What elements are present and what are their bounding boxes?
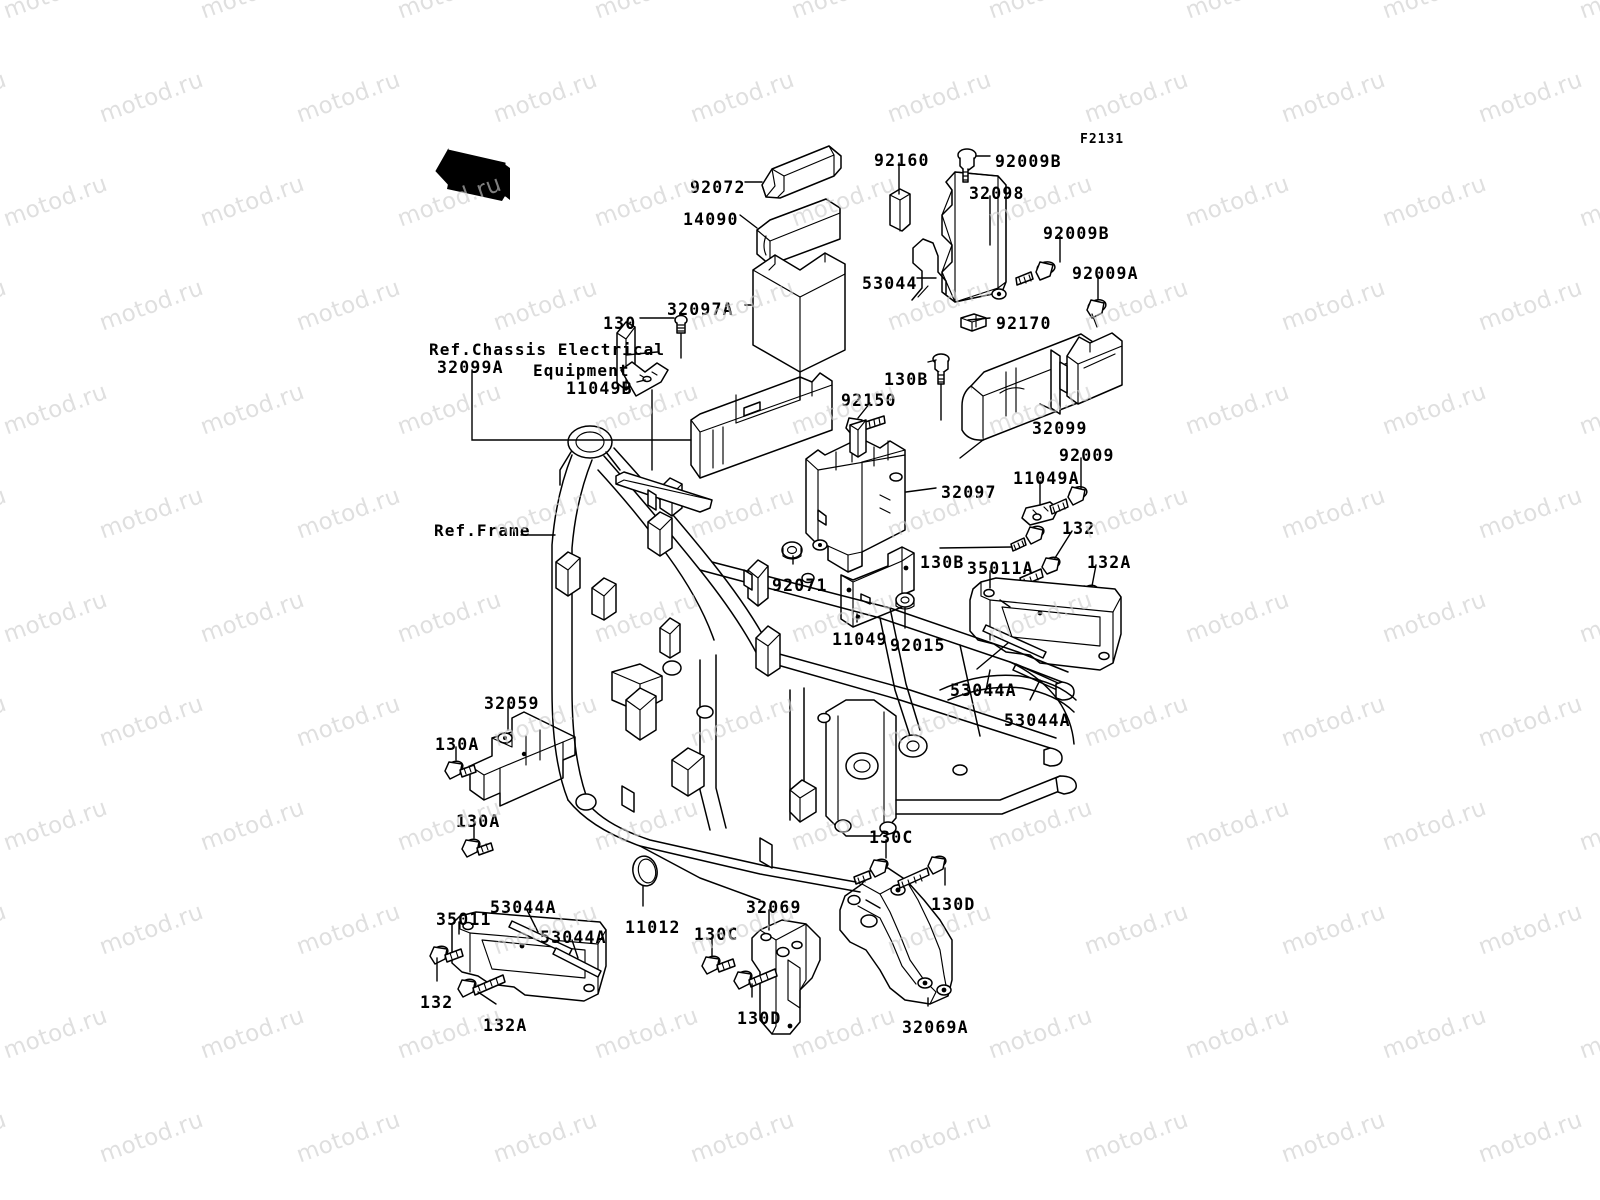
part-132-bolt-left [429, 945, 464, 965]
ref-frame-label: Ref.Frame [434, 521, 531, 540]
callout-32069a: 32069A [902, 1018, 969, 1037]
callout-130a: 130A [435, 735, 480, 754]
callout-130: 130 [603, 314, 637, 333]
callout-132a: 132A [1087, 553, 1132, 572]
part-130B-bolt-lower [1010, 525, 1045, 552]
callout-35011: 35011 [436, 910, 492, 929]
callout-92009: 92009 [1059, 446, 1115, 465]
part-92170-clamp [960, 313, 987, 332]
callout-130d: 130D [737, 1009, 782, 1028]
callout-14090: 14090 [683, 210, 739, 229]
part-92009B-screw-2 [1015, 261, 1056, 286]
callout-11049b: 11049B [566, 379, 633, 398]
ref-chassis-electrical-line1: Ref.Chassis Electrical [429, 340, 666, 359]
part-92071-grommet [781, 541, 803, 560]
callout-53044a: 53044A [950, 681, 1017, 700]
callout-132: 132 [1062, 519, 1096, 538]
callout-132a: 132A [483, 1016, 528, 1035]
part-32069A-footpeg-bracket [839, 867, 953, 1005]
part-130A-bolt-2 [461, 838, 494, 858]
part-14090-cover [756, 198, 841, 266]
callout-92009a: 92009A [1072, 264, 1139, 283]
callout-130d: 130D [931, 895, 976, 914]
ref-chassis-electrical-line2: Equipment [533, 361, 630, 380]
part-130C-bolt-1 [853, 858, 889, 885]
callout-53044a: 53044A [540, 928, 607, 947]
callout-130c: 130C [869, 828, 914, 847]
callout-92009b: 92009B [1043, 224, 1110, 243]
callout-92160: 92160 [874, 151, 930, 170]
part-130A-bolt-1 [444, 760, 477, 780]
part-92072-battery-band [761, 145, 842, 199]
callout-32097a: 32097A [667, 300, 734, 319]
callout-11049: 11049 [832, 630, 888, 649]
part-130-screw [674, 314, 688, 334]
part-11049B-bracket [616, 321, 669, 397]
part-132A-bolt-left [457, 974, 506, 998]
callout-92009b: 92009B [995, 152, 1062, 171]
callout-130b: 130B [884, 370, 929, 389]
callout-92150: 92150 [841, 391, 897, 410]
part-32069-footpeg-bracket [751, 919, 821, 1035]
callout-32069: 32069 [746, 898, 802, 917]
part-11049-bracket [840, 546, 915, 628]
part-32097A-battery-case [752, 252, 846, 373]
part-130B-bolt-upper [932, 353, 950, 385]
leader-lines [436, 155, 1099, 1007]
callout-53044a: 53044A [1004, 711, 1071, 730]
part-32099-ecu-box [961, 332, 1123, 441]
part-92009A-screw [1086, 299, 1107, 328]
part-92009B-screw-1 [957, 148, 977, 183]
callout-32098: 32098 [969, 184, 1025, 203]
callout-130b: 130B [920, 553, 965, 572]
part-32097-battery-tray [805, 419, 906, 573]
callout-53044a: 53044A [490, 898, 557, 917]
callout-11049a: 11049A [1013, 469, 1080, 488]
part-11049A-bracket [1021, 501, 1059, 526]
part-130D-bolt-1 [897, 855, 947, 889]
part-130C-bolt-2 [701, 955, 736, 975]
part-53044A-rod-right-1 [982, 624, 1047, 659]
callout-53044: 53044 [862, 274, 918, 293]
callout-35011a: 35011A [967, 559, 1034, 578]
callout-92015: 92015 [890, 636, 946, 655]
callout-130c: 130C [694, 925, 739, 944]
callout-130a: 130A [456, 812, 501, 831]
callout-92071: 92071 [772, 576, 828, 595]
callout-92072: 92072 [690, 178, 746, 197]
part-53044-trim [911, 238, 947, 301]
callout-32097: 32097 [941, 483, 997, 502]
callout-92170: 92170 [996, 314, 1052, 333]
figure-code: F2131 [1080, 132, 1125, 147]
part-92015-nut [895, 592, 915, 610]
callout-132: 132 [420, 993, 454, 1012]
part-35011-guard-left [451, 911, 607, 1002]
part-92009-screw [1049, 485, 1088, 515]
part-53044A-rod-left-2 [552, 947, 602, 978]
part-92160-damper [889, 188, 911, 232]
callout-32099a: 32099A [437, 358, 504, 377]
part-130D-bolt-2 [733, 968, 778, 990]
callout-32099: 32099 [1032, 419, 1088, 438]
callout-32059: 32059 [484, 694, 540, 713]
callout-11012: 11012 [625, 918, 681, 937]
part-11012-cap [632, 855, 658, 887]
part-32059-bracket [469, 711, 576, 807]
front-direction-marker: FRONT [435, 148, 510, 201]
motorcycle-frame-assembly [551, 425, 1077, 901]
